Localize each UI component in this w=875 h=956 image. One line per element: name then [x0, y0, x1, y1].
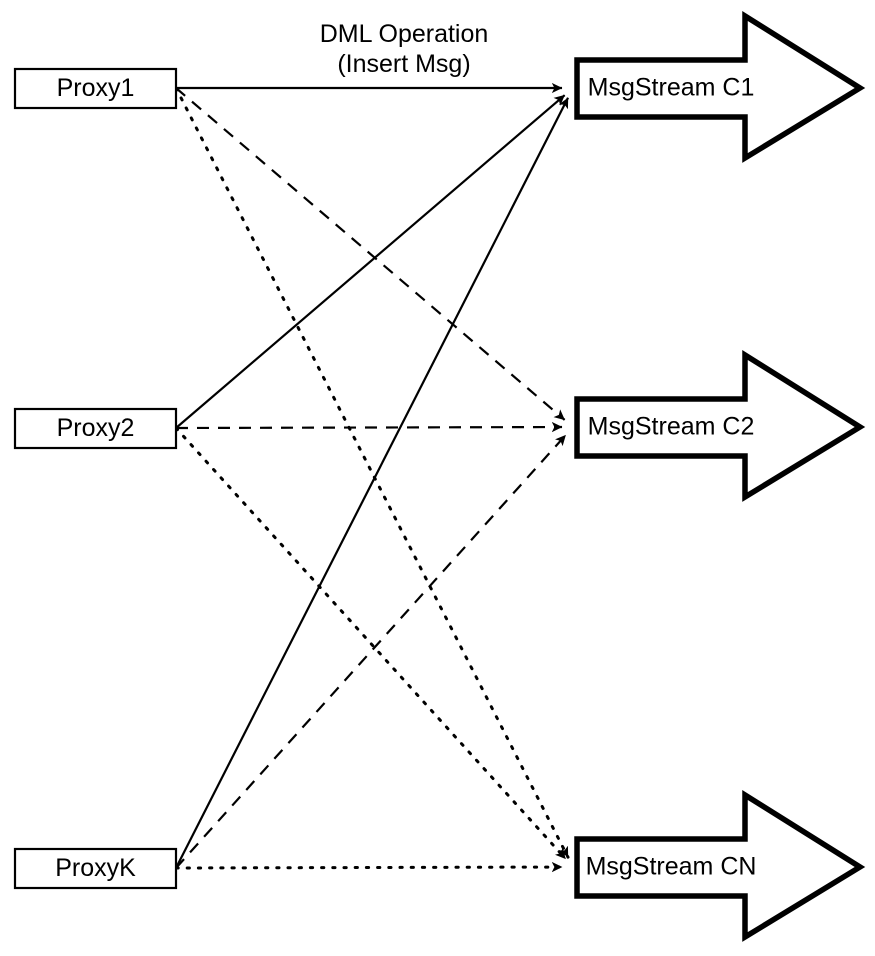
proxy-node-proxyk[interactable]: ProxyK: [13, 847, 178, 890]
proxy-box-rect-proxyk: [13, 847, 178, 890]
proxy-label-proxy2: Proxy2: [57, 414, 135, 442]
stream-label-msgstream-c2: MsgStream C2: [588, 413, 755, 441]
proxy-node-proxy1[interactable]: Proxy1: [13, 67, 178, 110]
stream-arrow-shape-msgstream-c1: [574, 11, 866, 163]
stream-arrow-shape-msgstream-cn: [574, 790, 866, 942]
edge-label-line-2: (Insert Msg): [337, 50, 470, 78]
connection-proxyk-to-c1: [175, 97, 569, 869]
stream-msgstream-c1[interactable]: MsgStream C1: [574, 11, 866, 163]
connection-proxyk-to-c2: [175, 434, 567, 869]
dml-operation-label: DML Operation (Insert Msg): [320, 20, 489, 78]
stream-label-msgstream-c1: MsgStream C1: [588, 74, 755, 102]
proxy-box-rect-proxy1: [13, 67, 178, 110]
connection-proxy2-to-cn: [174, 426, 568, 861]
proxy-box-rect-proxy2: [13, 407, 178, 450]
stream-label-msgstream-cn: MsgStream CN: [586, 853, 757, 881]
connection-proxy1-to-cn: [174, 86, 570, 859]
stream-arrow-shape-msgstream-c2: [574, 350, 866, 502]
stream-msgstream-cn[interactable]: MsgStream CN: [574, 790, 866, 942]
connection-proxyk-to-cn: [174, 861, 564, 873]
proxy-label-proxyk: ProxyK: [55, 854, 136, 882]
msgstream-arrows-group: MsgStream C1 MsgStream C2 MsgStream CN: [574, 11, 866, 942]
proxy-label-proxy1: Proxy1: [57, 74, 135, 102]
stream-msgstream-c2[interactable]: MsgStream C2: [574, 350, 866, 502]
proxy-node-proxy2[interactable]: Proxy2: [13, 407, 178, 450]
connection-proxy2-to-c2: [175, 421, 563, 433]
connection-lines-group: [174, 82, 570, 873]
edge-label-line-1: DML Operation: [320, 20, 489, 48]
connection-proxy1-to-c2: [175, 87, 566, 421]
connection-proxy2-to-c1: [175, 94, 566, 429]
